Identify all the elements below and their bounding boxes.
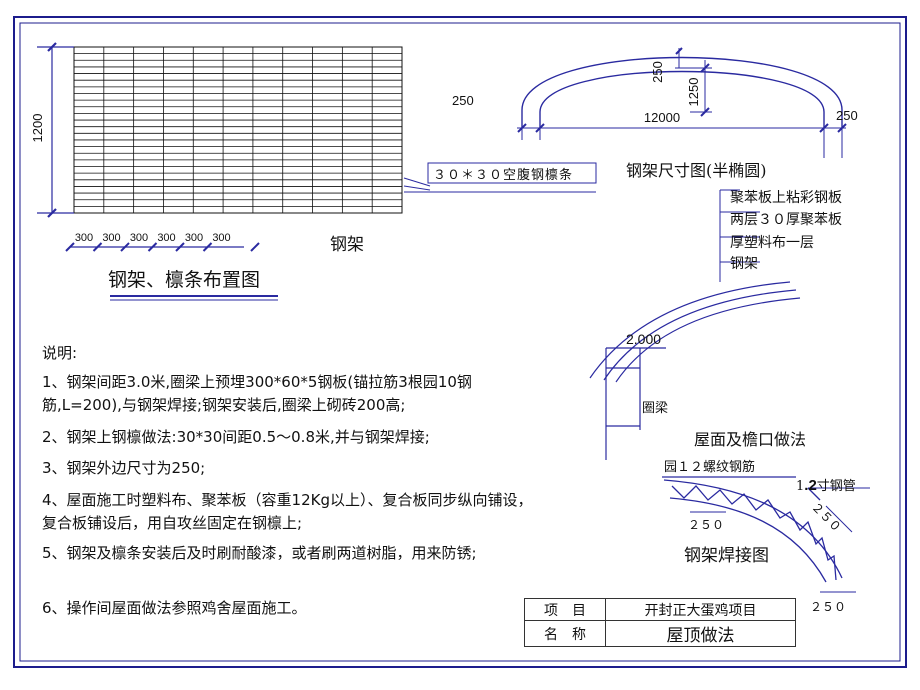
roof-layer-4: 钢架 — [730, 256, 758, 272]
spacing-label: 300 — [185, 232, 203, 244]
dim-height-text: 1200 — [30, 114, 45, 143]
label-steel-frame: 钢架 — [330, 235, 364, 255]
note-1: 1、钢架间距3.0米,圈梁上预埋300*60*5钢板(锚拉筋3根园10钢筋,L=… — [42, 373, 472, 414]
weld-dim-a: ２５０ — [688, 518, 725, 532]
spacing-tick — [120, 242, 130, 252]
spacing-label: 300 — [212, 232, 230, 244]
pipe-prefix: 1 — [796, 479, 805, 494]
roof-layer-2: 两层３０厚聚苯板 — [730, 212, 842, 228]
roof-layer-1: 聚苯板上粘彩钢板 — [730, 190, 842, 206]
spacing-tick — [65, 242, 75, 252]
spacing-tick — [202, 242, 213, 252]
purlin-callout-text: ３０＊３０空腹钢檩条 — [433, 168, 574, 183]
sheet-border-outer — [13, 16, 907, 668]
pipe-label: 1.2寸钢管 — [796, 475, 856, 494]
dimension-drawing-title: 钢架尺寸图(半椭圆) — [626, 161, 767, 180]
pipe-suffix: 寸钢管 — [816, 479, 856, 494]
spacing-tick — [175, 242, 185, 252]
purlin-grid — [73, 46, 403, 214]
spacing-tick — [250, 242, 260, 252]
semi-ellipse-frame — [517, 47, 847, 158]
note-6: 6、操作间屋面做法参照鸡舍屋面施工。 — [42, 599, 307, 617]
purlin-callout-leader — [403, 162, 597, 193]
sheet-border-inner — [19, 22, 901, 662]
weld-detail-title: 钢架焊接图 — [684, 546, 769, 566]
spacing-label: 300 — [75, 232, 93, 244]
project-value: 开封正大蛋鸡项目 — [605, 598, 796, 621]
grid-outline — [73, 46, 403, 214]
elevation-label: 2.000 — [626, 331, 662, 347]
layout-title-underline — [110, 295, 278, 301]
name-label: 名 称 — [524, 620, 606, 647]
name-value: 屋顶做法 — [605, 620, 796, 647]
height-dimension — [37, 42, 74, 218]
roof-detail-title: 屋面及檐口做法 — [694, 430, 807, 449]
roof-layer-3: 厚塑料布一层 — [730, 235, 814, 251]
rebar-label: 园１２螺纹钢筋 — [664, 460, 756, 475]
spacing-tick — [92, 242, 103, 252]
spacing-tick — [147, 242, 158, 252]
spacing-labels: 300 300 300 300 300 300 — [75, 232, 231, 244]
ring-beam-label: 圈梁 — [642, 401, 669, 416]
note-2: 2、钢架上钢檩做法:30*30间距0.5～0.8米,并与钢架焊接; — [42, 428, 430, 446]
title-block: 项 目 开封正大蛋鸡项目 名 称 屋顶做法 — [524, 598, 796, 647]
weld-truss-detail — [662, 476, 870, 593]
spacing-dimension — [65, 242, 260, 252]
dim-rise-text: 1250 — [686, 78, 701, 107]
dim-right-text: 250 — [836, 108, 858, 123]
notes-heading: 说明: — [42, 344, 78, 362]
weld-dim-c: ２５０ — [810, 600, 847, 614]
note-4: 4、屋面施工时塑料布、聚苯板（容重12Kg以上）、复合板同步纵向铺设，复合板铺设… — [42, 491, 533, 532]
spacing-label: 300 — [130, 232, 148, 244]
spacing-label: 300 — [102, 232, 120, 244]
roof-eave-detail — [589, 189, 801, 460]
spacing-label: 300 — [157, 232, 175, 244]
pipe-size: .2 — [804, 477, 817, 494]
note-3: 3、钢架外边尺寸为250; — [42, 459, 206, 477]
layout-drawing-title: 钢架、檩条布置图 — [108, 269, 261, 291]
dim-rise-top-text: 250 — [650, 61, 665, 83]
project-label: 项 目 — [524, 598, 606, 621]
dim-span-text: 12000 — [644, 110, 680, 125]
dim-left-text: 250 — [452, 93, 474, 108]
note-5: 5、钢架及檩条安装后及时刷耐酸漆，或者刷两道树脂，用来防锈; — [42, 544, 477, 562]
